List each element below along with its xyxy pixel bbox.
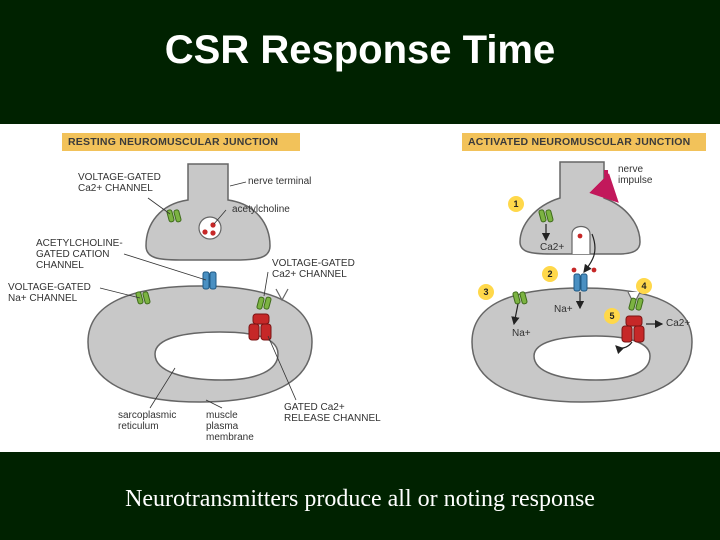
vg-ca-channel-membrane-label: VOLTAGE-GATED Ca2+ CHANNEL (272, 258, 355, 280)
activated-cation-channel-icon (573, 273, 588, 292)
step-badge-3: 3 (478, 284, 494, 300)
ach-gated-channel-label: ACETYLCHOLINE- GATED CATION CHANNEL (36, 238, 123, 271)
na-ion-label: Na+ (554, 304, 573, 315)
junction-diagram (87, 161, 693, 409)
ach-dot (577, 233, 583, 239)
nerve-terminal-label: nerve terminal (248, 176, 312, 187)
na-ion-label: Na+ (512, 328, 531, 339)
acetylcholine-label: acetylcholine (232, 204, 290, 215)
ach-dot (210, 230, 216, 236)
resting-cation-channel-icon (202, 271, 217, 290)
vg-na-channel-label: VOLTAGE-GATED Na+ CHANNEL (8, 282, 91, 304)
resting-leader-lines (99, 181, 297, 409)
step-badge-4: 4 (636, 278, 652, 294)
activated-release-channel-icon (621, 315, 645, 343)
ca-ion-label: Ca2+ (666, 318, 691, 329)
acetylcholine-vesicle (198, 216, 222, 240)
step-badge-1: 1 (508, 196, 524, 212)
step-badge-2: 2 (542, 266, 558, 282)
ach-dot (591, 267, 597, 273)
step-badge-5: 5 (604, 308, 620, 324)
nerve-impulse-label: nerve impulse (618, 164, 653, 186)
activated-panel-heading: ACTIVATED NEUROMUSCULAR JUNCTION (462, 133, 706, 151)
ach-dot (202, 229, 208, 235)
activated-ca-channel-icon (538, 209, 554, 223)
t-tubule-notch (275, 288, 289, 302)
resting-nerve-terminal (145, 163, 271, 261)
ca-ion-label: Ca2+ (540, 242, 565, 253)
nerve-impulse-arrow (589, 169, 619, 203)
slide-caption: Neurotransmitters produce all or noting … (125, 486, 595, 512)
neuromuscular-junction-figure: RESTING NEUROMUSCULAR JUNCTION ACTIVATED… (0, 124, 720, 452)
resting-muscle-cell (87, 285, 313, 403)
ach-dot (571, 267, 577, 273)
activated-panel (471, 161, 693, 403)
muscle-membrane-label: muscle plasma membrane (206, 410, 254, 443)
resting-membrane-ca-channel-icon (256, 296, 272, 310)
resting-panel (87, 163, 313, 409)
resting-panel-heading: RESTING NEUROMUSCULAR JUNCTION (62, 133, 300, 151)
release-channel-label: GATED Ca2+ RELEASE CHANNEL (284, 402, 381, 424)
sarcoplasmic-reticulum-label: sarcoplasmic reticulum (118, 410, 177, 432)
resting-release-channel-icon (248, 313, 272, 341)
vg-ca-channel-label: VOLTAGE-GATED Ca2+ CHANNEL (78, 172, 161, 194)
fusing-vesicle (571, 225, 591, 254)
slide-title: CSR Response Time (164, 28, 556, 72)
activated-muscle-cell (471, 287, 693, 403)
activated-na-channel-icon (512, 291, 528, 305)
activated-nerve-terminal (519, 161, 641, 255)
activated-membrane-ca-channel-icon (628, 297, 644, 311)
ion-flow-arrows (511, 224, 664, 355)
